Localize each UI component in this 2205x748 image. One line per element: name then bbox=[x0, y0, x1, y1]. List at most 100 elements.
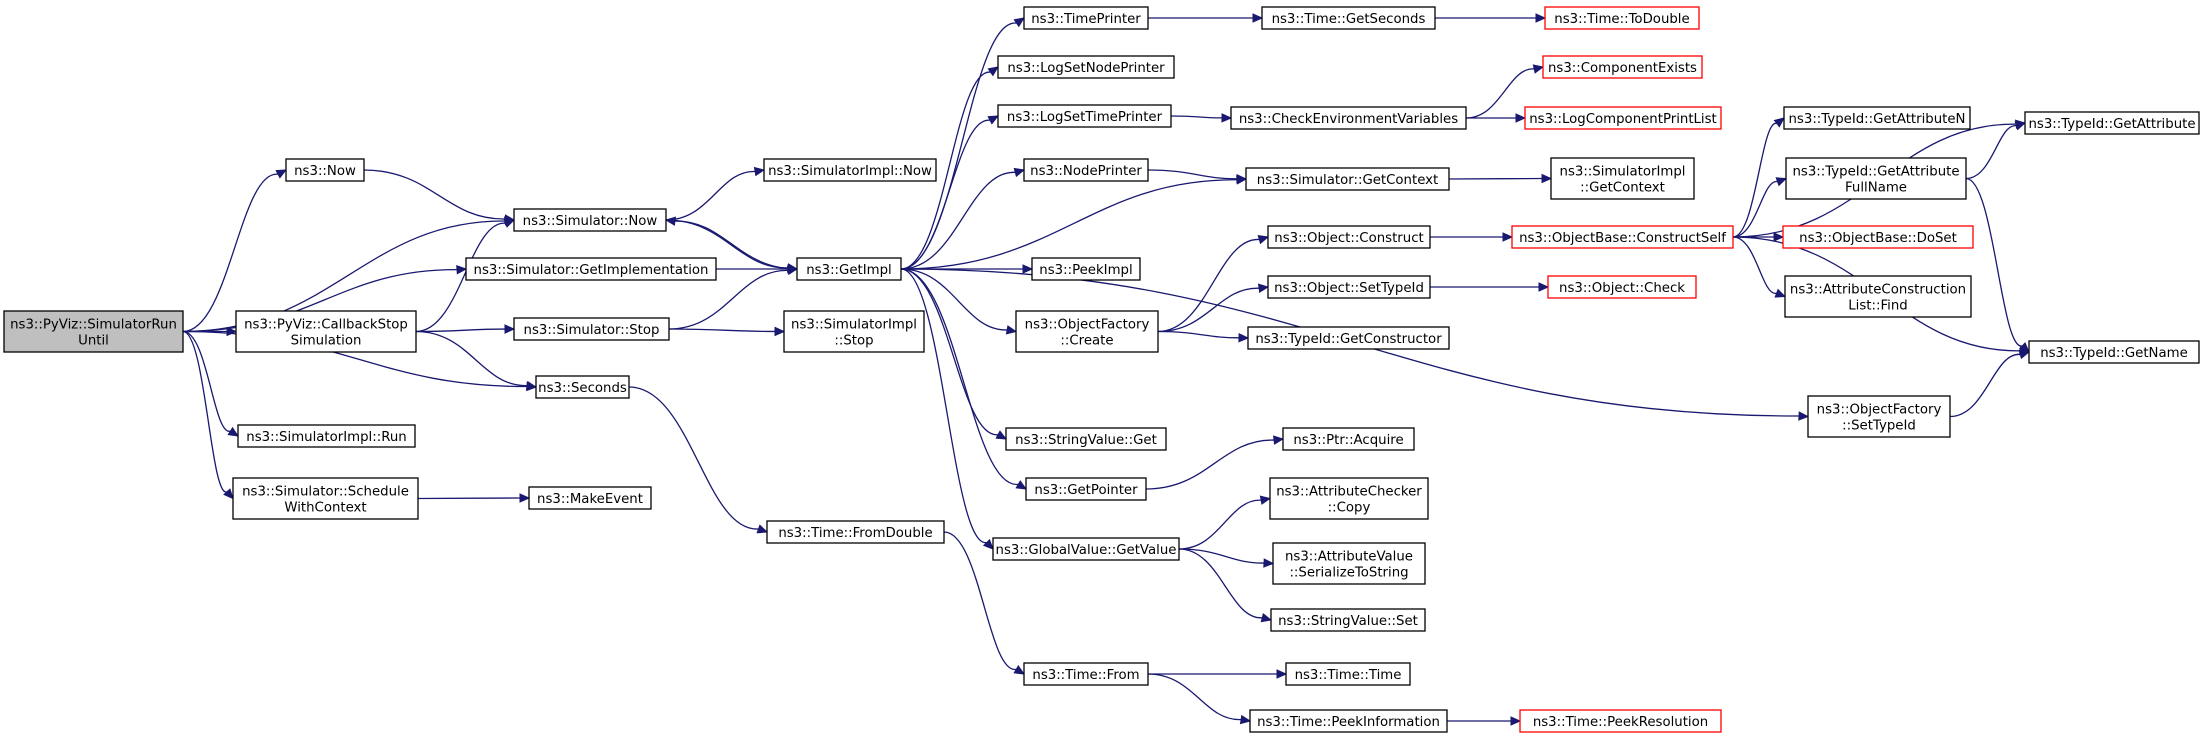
node-time_time[interactable]: ns3::Time::Time bbox=[1286, 663, 1410, 685]
arrowhead-sim_stop-to-simimpl_stop bbox=[775, 327, 784, 335]
node-sim_getcontext[interactable]: ns3::Simulator::GetContext bbox=[1246, 168, 1449, 190]
edge-gv_getvalue-to-attrchecker_copy bbox=[1179, 500, 1261, 549]
node-simimpl_now[interactable]: ns3::SimulatorImpl::Now bbox=[764, 159, 936, 181]
node-obj_check[interactable]: ns3::Object::Check bbox=[1548, 276, 1696, 298]
node-label-objfactory_create-1: ::Create bbox=[1060, 334, 1113, 349]
node-obj_settypeid[interactable]: ns3::Object::SetTypeId bbox=[1268, 276, 1430, 298]
node-log_time[interactable]: ns3::LogSetTimePrinter bbox=[998, 105, 1171, 127]
node-label-attrvalue_ser-0: ns3::AttributeValue bbox=[1285, 550, 1413, 565]
node-time_peekres[interactable]: ns3::Time::PeekResolution bbox=[1520, 710, 1721, 732]
edge-getimpl-to-gv_getvalue bbox=[901, 269, 987, 543]
node-label-log_comp_print-0: ns3::LogComponentPrintList bbox=[1529, 112, 1717, 127]
node-objfactory_settypeid[interactable]: ns3::ObjectFactory::SetTypeId bbox=[1808, 396, 1950, 437]
node-label-cb_stop-1: Simulation bbox=[291, 334, 362, 349]
edge-objbase_construct-to-attrconst_find bbox=[1733, 237, 1777, 293]
node-seconds[interactable]: ns3::Seconds bbox=[536, 376, 629, 398]
node-comp_exists[interactable]: ns3::ComponentExists bbox=[1543, 56, 1702, 78]
node-make_event[interactable]: ns3::MakeEvent bbox=[529, 487, 651, 509]
node-label-log_node-0: ns3::LogSetNodePrinter bbox=[1007, 61, 1165, 76]
node-from_double[interactable]: ns3::Time::FromDouble bbox=[767, 521, 944, 543]
edge-gv_getvalue-to-stringvalue_set bbox=[1179, 549, 1262, 618]
node-label-objfactory_create-0: ns3::ObjectFactory bbox=[1025, 318, 1150, 333]
edge-run_until-to-schedule_ctx bbox=[183, 332, 227, 493]
node-label-attrconst_find-0: ns3::AttributeConstruction bbox=[1790, 283, 1966, 298]
node-label-schedule_ctx-1: WithContext bbox=[284, 501, 366, 516]
node-check_env[interactable]: ns3::CheckEnvironmentVariables bbox=[1231, 107, 1466, 129]
node-sim_now[interactable]: ns3::Simulator::Now bbox=[514, 209, 666, 231]
node-getimpl[interactable]: ns3::GetImpl bbox=[797, 258, 901, 280]
node-typeid_getname[interactable]: ns3::TypeId::GetName bbox=[2029, 341, 2199, 363]
edge-run_until-to-simimpl_run bbox=[183, 332, 230, 432]
arrowhead-log_time-to-check_env bbox=[1222, 114, 1231, 122]
arrowhead-objbase_construct-to-typeid_getattrfull bbox=[1776, 178, 1786, 186]
node-label-now-0: ns3::Now bbox=[294, 164, 356, 179]
node-typeid_getattrn[interactable]: ns3::TypeId::GetAttributeN bbox=[1784, 107, 1970, 129]
node-objbase_doset[interactable]: ns3::ObjectBase::DoSet bbox=[1783, 226, 1973, 248]
node-label-typeid_getattrfull-1: FullName bbox=[1845, 181, 1907, 196]
node-stringvalue_set[interactable]: ns3::StringValue::Set bbox=[1271, 609, 1425, 631]
arrowhead-sim_getcontext-to-simimpl_getcontext bbox=[1542, 175, 1551, 183]
node-log_node[interactable]: ns3::LogSetNodePrinter bbox=[998, 56, 1174, 78]
node-get_pointer[interactable]: ns3::GetPointer bbox=[1026, 478, 1146, 500]
edge-sim_stop-to-simimpl_stop bbox=[669, 329, 775, 331]
edge-sim_now-to-simimpl_now bbox=[666, 171, 755, 220]
node-now[interactable]: ns3::Now bbox=[286, 159, 364, 181]
arrowhead-time_getseconds-to-time_todouble bbox=[1536, 14, 1545, 22]
node-attrvalue_ser[interactable]: ns3::AttributeValue::SerializeToString bbox=[1273, 543, 1425, 584]
edge-objfactory_create-to-typeid_getconstructor bbox=[1158, 332, 1239, 338]
node-time_getseconds[interactable]: ns3::Time::GetSeconds bbox=[1262, 7, 1435, 29]
node-stringvalue_get[interactable]: ns3::StringValue::Get bbox=[1006, 428, 1166, 450]
arrowhead-objfactory_create-to-obj_settypeid bbox=[1259, 284, 1268, 292]
edge-typeid_getattrfull-to-typeid_getname bbox=[1966, 179, 2022, 347]
node-simimpl_run[interactable]: ns3::SimulatorImpl::Run bbox=[238, 425, 415, 447]
node-peek_impl[interactable]: ns3::PeekImpl bbox=[1032, 258, 1140, 280]
node-label-check_env-0: ns3::CheckEnvironmentVariables bbox=[1239, 112, 1458, 127]
node-node_printer[interactable]: ns3::NodePrinter bbox=[1024, 159, 1148, 181]
node-label-get_impl_fn-0: ns3::Simulator::GetImplementation bbox=[474, 263, 709, 278]
node-time_from[interactable]: ns3::Time::From bbox=[1024, 663, 1148, 685]
node-time_peekinfo[interactable]: ns3::Time::PeekInformation bbox=[1250, 710, 1447, 732]
arrowhead-getimpl-to-gv_getvalue bbox=[984, 540, 993, 549]
arrowhead-seconds-to-from_double bbox=[757, 525, 767, 533]
node-sim_stop[interactable]: ns3::Simulator::Stop bbox=[514, 318, 669, 340]
node-label-simimpl_getcontext-0: ns3::SimulatorImpl bbox=[1560, 165, 1686, 180]
arrowhead-get_pointer-to-ptr_acquire bbox=[1274, 436, 1283, 444]
node-label-run_until-1: Until bbox=[78, 334, 109, 349]
node-simimpl_getcontext[interactable]: ns3::SimulatorImpl::GetContext bbox=[1551, 158, 1694, 199]
arrowhead-from_double-to-time_from bbox=[1014, 666, 1024, 674]
node-objfactory_create[interactable]: ns3::ObjectFactory::Create bbox=[1016, 311, 1158, 352]
arrowhead-objbase_construct-to-objbase_doset bbox=[1774, 233, 1783, 241]
node-simimpl_stop[interactable]: ns3::SimulatorImpl::Stop bbox=[784, 311, 924, 352]
edge-objfactory_create-to-obj_construct bbox=[1158, 239, 1259, 331]
edge-time_from-to-time_peekinfo bbox=[1148, 674, 1241, 720]
arrowhead-getimpl-to-get_pointer bbox=[1016, 481, 1026, 489]
arrowhead-obj_construct-to-objbase_construct bbox=[1503, 233, 1512, 241]
node-time_todouble[interactable]: ns3::Time::ToDouble bbox=[1545, 7, 1699, 29]
arrowhead-objfactory_create-to-obj_construct bbox=[1258, 236, 1268, 244]
node-label-gv_getvalue-0: ns3::GlobalValue::GetValue bbox=[996, 543, 1177, 558]
node-label-objfactory_settypeid-0: ns3::ObjectFactory bbox=[1817, 403, 1942, 418]
node-attrchecker_copy[interactable]: ns3::AttributeChecker::Copy bbox=[1270, 478, 1428, 519]
node-gv_getvalue[interactable]: ns3::GlobalValue::GetValue bbox=[993, 538, 1179, 560]
node-label-log_time-0: ns3::LogSetTimePrinter bbox=[1007, 110, 1163, 125]
node-label-run_until-0: ns3::PyViz::SimulatorRun bbox=[10, 318, 177, 333]
node-get_impl_fn[interactable]: ns3::Simulator::GetImplementation bbox=[466, 258, 716, 280]
node-ptr_acquire[interactable]: ns3::Ptr::Acquire bbox=[1283, 428, 1414, 450]
arrowhead-getimpl-to-objfactory_create bbox=[1006, 326, 1016, 334]
node-label-seconds-0: ns3::Seconds bbox=[538, 381, 627, 396]
node-typeid_getconstructor[interactable]: ns3::TypeId::GetConstructor bbox=[1248, 327, 1449, 349]
arrowhead-cb_stop-to-seconds bbox=[526, 382, 536, 390]
node-obj_construct[interactable]: ns3::Object::Construct bbox=[1268, 226, 1430, 248]
node-objbase_construct[interactable]: ns3::ObjectBase::ConstructSelf bbox=[1512, 226, 1733, 248]
node-time_printer[interactable]: ns3::TimePrinter bbox=[1024, 7, 1148, 29]
arrowhead-getimpl-to-time_printer bbox=[1014, 18, 1024, 26]
edge-check_env-to-comp_exists bbox=[1466, 69, 1534, 118]
node-typeid_getattr[interactable]: ns3::TypeId::GetAttribute bbox=[2025, 112, 2199, 134]
node-log_comp_print[interactable]: ns3::LogComponentPrintList bbox=[1525, 107, 1721, 129]
